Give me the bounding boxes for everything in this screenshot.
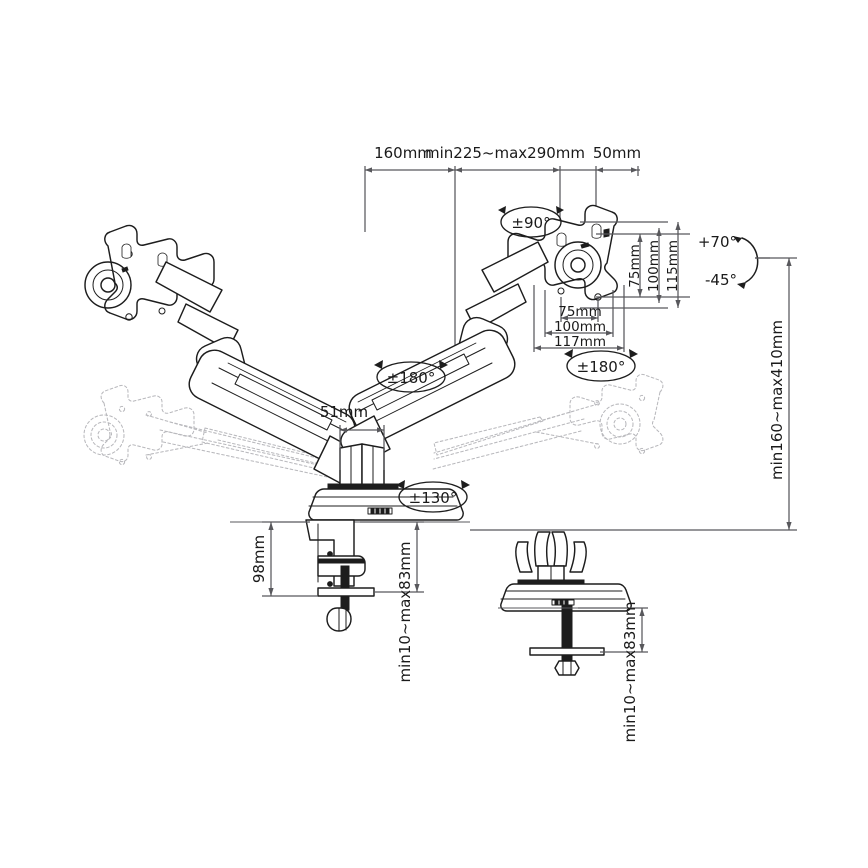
vesa-v-label-100: 100mm — [646, 240, 662, 292]
left-vesa-plate — [84, 224, 215, 321]
rotation-label-180-right: ±180° — [577, 358, 626, 376]
rotation-callout-base: ±130° — [396, 480, 470, 513]
overall-height-dimension: min160~max410mm — [470, 257, 797, 531]
dim-label-51: 51mm — [320, 403, 368, 421]
dim-label-225-290: min225~max290mm — [425, 144, 585, 162]
vesa-h-label-117: 117mm — [554, 334, 606, 350]
dim-grommet-thickness: min10~max83mm — [578, 602, 648, 743]
grommet-mount-detail — [498, 531, 640, 676]
vesa-h-label-100: 100mm — [554, 319, 606, 335]
tilt-up-label: +70° — [698, 233, 737, 251]
vesa-pattern-dimensions: 75mm 100mm 115mm 75mm 100mm 117mm — [533, 221, 690, 352]
rotation-callout-screen-pivot: ±90° — [498, 206, 564, 238]
rotation-callout-right-elbow: ±180° — [564, 349, 638, 382]
vesa-h-label-75: 75mm — [558, 304, 601, 320]
dim-label-height: min160~max410mm — [768, 320, 786, 480]
dim-label-98: 98mm — [250, 535, 268, 583]
dim-clamp-thickness: min10~max83mm — [360, 521, 424, 683]
dim-98mm: 98mm — [250, 521, 318, 597]
vesa-v-label-115: 115mm — [665, 240, 681, 292]
dim-label-clamp-range: min10~max83mm — [396, 542, 414, 683]
dim-label-160: 160mm — [374, 144, 432, 162]
rotation-label-130: ±130° — [409, 489, 458, 507]
rotation-callout-left-elbow: ±180° — [374, 360, 448, 393]
rotation-label-90: ±90° — [511, 214, 550, 232]
top-dimension-chain: 160mm min225~max290mm 50mm — [364, 144, 641, 390]
rotation-label-180-left: ±180° — [387, 369, 436, 387]
dim-51mm: 51mm — [320, 403, 385, 470]
tilt-angle-indicator: +70° -45° — [698, 233, 770, 289]
ghost-right-monitor — [432, 373, 664, 470]
dim-label-grommet-range: min10~max83mm — [621, 602, 639, 743]
dim-label-50: 50mm — [593, 144, 641, 162]
vesa-v-label-75: 75mm — [627, 244, 643, 287]
left-monitor-arm — [84, 224, 364, 486]
tilt-down-label: -45° — [705, 271, 737, 289]
center-post-and-base — [230, 443, 470, 632]
right-vesa-plate — [507, 204, 618, 301]
